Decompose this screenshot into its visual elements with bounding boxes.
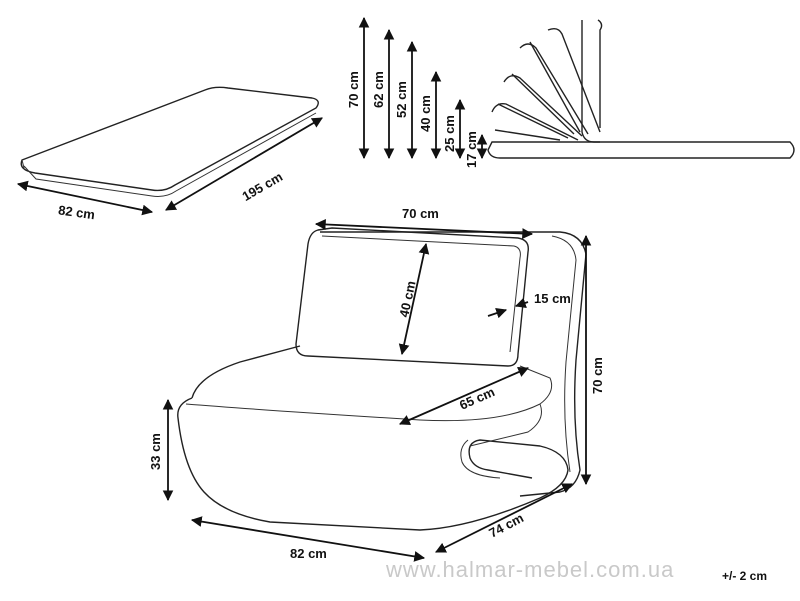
- chair-seat-depth-arrow: [399, 366, 529, 426]
- chair-front-width-arrow: [190, 516, 426, 562]
- recline-height-label-1: 70 cm: [346, 71, 361, 108]
- chair-back-width-arrow: [314, 219, 534, 239]
- chair-cushion-height-arrow: [398, 242, 430, 356]
- chair-seat-depth-label: 65 cm: [457, 384, 497, 413]
- chair-cushion-height-label: 40 cm: [396, 279, 418, 318]
- watermark-text: www.halmar-mebel.com.ua: [385, 557, 674, 582]
- chair-cushion-depth-arrow-right: [514, 297, 529, 309]
- chair-drawing: [177, 227, 587, 531]
- chair-total-height-label: 70 cm: [590, 357, 605, 394]
- recline-height-label-6: 17 cm: [464, 131, 479, 168]
- chair-back-width-label: 70 cm: [402, 206, 439, 221]
- mattress-width-arrow: [16, 180, 154, 216]
- recline-positions-drawing: [487, 19, 795, 159]
- chair-side-depth-arrow: [435, 483, 573, 553]
- recline-height-label-5: 25 cm: [442, 115, 457, 152]
- mattress-length-arrow: [165, 117, 323, 211]
- recline-height-arrows: [358, 16, 488, 160]
- chair-front-width-label: 82 cm: [290, 546, 327, 561]
- mattress-width-label: 82 cm: [57, 202, 96, 222]
- chair-cushion-depth-arrow: [487, 307, 508, 319]
- tolerance-label: +/- 2 cm: [722, 569, 767, 583]
- recline-height-label-3: 52 cm: [394, 81, 409, 118]
- recline-height-label-4: 40 cm: [418, 95, 433, 132]
- chair-seat-height-label: 33 cm: [148, 433, 163, 470]
- chair-cushion-depth-label: 15 cm: [534, 291, 571, 306]
- chair-side-depth-label: 74 cm: [486, 510, 526, 541]
- recline-height-label-2: 62 cm: [371, 71, 386, 108]
- mattress-length-label: 195 cm: [239, 169, 285, 204]
